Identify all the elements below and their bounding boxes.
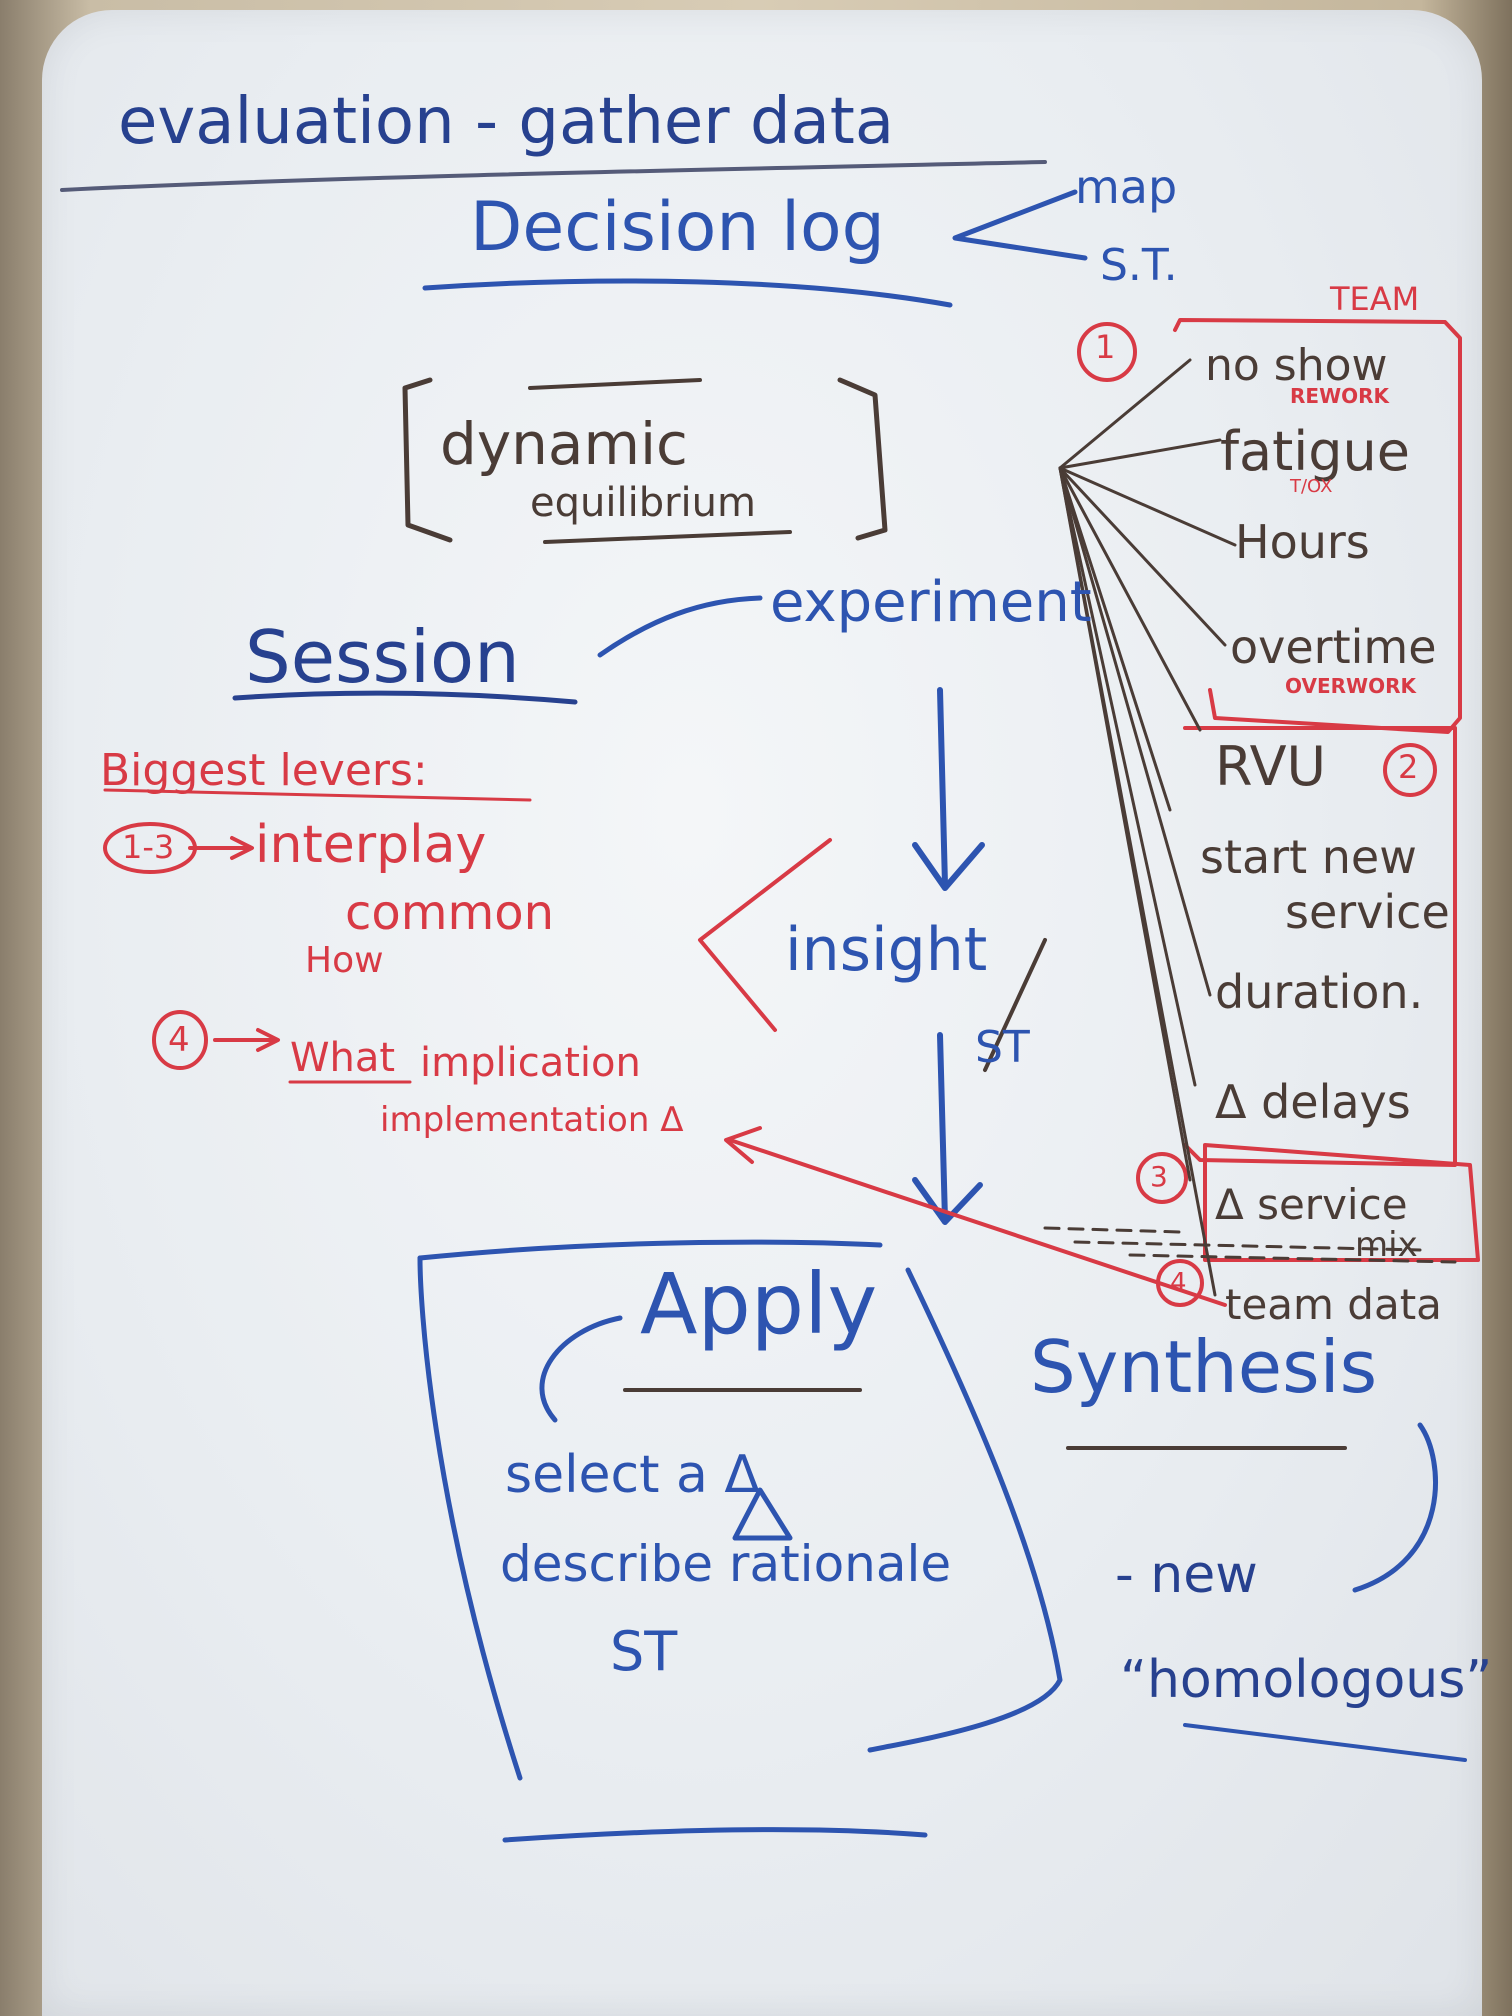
levers-range: 1-3 [122,828,175,866]
tox-label: T/OX [1290,476,1333,497]
session-heading: Session [245,615,520,699]
insight-label: insight [785,915,988,985]
common-label: common [345,885,555,941]
team-data-label: team data [1225,1280,1442,1329]
rework-label: REWORK [1290,384,1390,408]
delays-label: Δ delays [1215,1075,1411,1129]
what-label: What [290,1035,396,1081]
synthesis-new: - new [1115,1545,1258,1605]
fatigue-label: fatigue [1220,420,1411,483]
equilibrium-label: equilibrium [530,480,756,526]
evaluation-heading: evaluation - gather data [118,85,895,159]
service-mix-num: 3 [1150,1160,1168,1193]
service-label: service [1285,885,1450,939]
apply-line3: ST [610,1620,678,1683]
how-label: How [305,940,384,981]
apply-line2: describe rationale [500,1535,952,1593]
service-mix-line2: mix [1355,1225,1418,1265]
map-label: map [1075,160,1178,214]
decision-log-heading: Decision log [470,188,885,267]
dynamic-label: dynamic [440,410,688,478]
experiment-label: experiment [770,570,1092,635]
team-data-num: 4 [1170,1268,1187,1298]
overwork-label: OVERWORK [1285,674,1416,698]
lever-four-num: 4 [168,1020,190,1060]
apply-heading: Apply [640,1255,878,1353]
no-show-label: no show [1205,340,1388,391]
overtime-label: overtime [1230,620,1437,674]
start-new-label: start new [1200,830,1417,884]
implementation-label: implementation Δ [380,1100,684,1140]
interplay-label: interplay [255,815,487,875]
implication-label: implication [420,1040,641,1086]
team-num: 1 [1095,328,1116,366]
synthesis-heading: Synthesis [1030,1325,1378,1409]
rvu-label: RVU [1215,735,1327,798]
synthesis-homologous: “homologous” [1120,1650,1493,1710]
rvu-num: 2 [1398,748,1419,786]
levers-title: Biggest levers: [100,745,428,796]
duration-label: duration. [1215,965,1424,1019]
apply-line1: select a Δ [505,1445,760,1505]
team-label: TEAM [1330,280,1420,318]
hours-label: Hours [1235,515,1370,569]
insight-st-label: ST [975,1022,1030,1073]
service-mix-line1: Δ service [1215,1180,1408,1229]
st-label: S.T. [1100,240,1178,291]
